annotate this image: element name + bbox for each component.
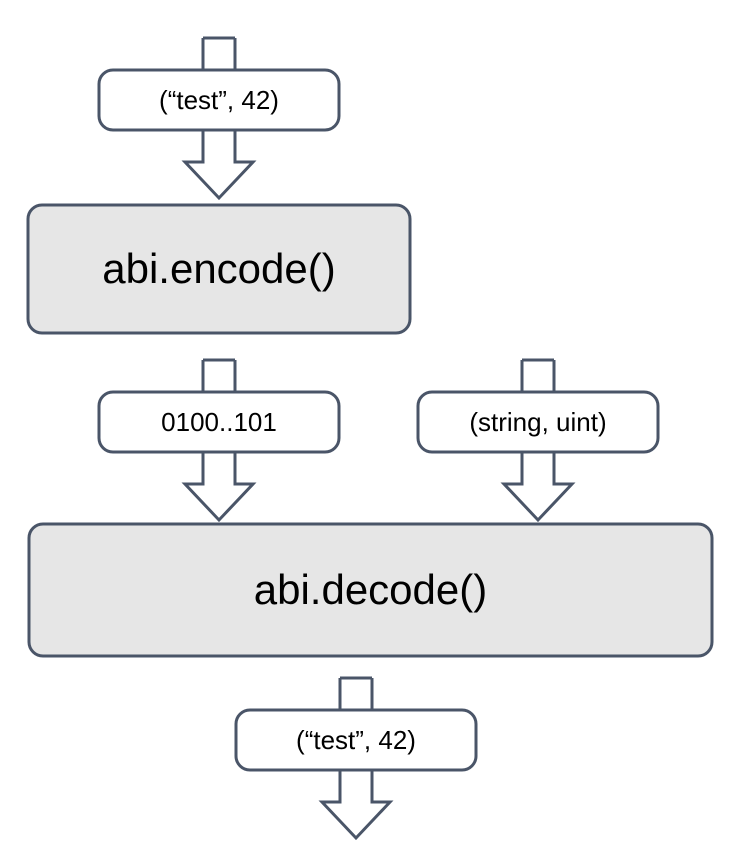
node-abi-encode — [26, 203, 412, 335]
node-input-tuple — [97, 68, 341, 132]
arrow-arrow-into-output — [338, 676, 374, 710]
arrow-arrow-input-to-encode — [181, 130, 257, 201]
node-encoded-bytes — [97, 390, 341, 454]
arrow-arrow-type-signature-to-decode — [500, 452, 576, 523]
node-output-tuple — [234, 708, 478, 772]
node-abi-decode — [27, 522, 714, 658]
arrow-arrow-out-of-output — [318, 770, 394, 841]
arrow-arrow-into-encoded-bytes — [201, 358, 237, 392]
arrow-arrow-encoded-bytes-to-decode — [181, 452, 257, 523]
arrow-arrow-into-input — [201, 36, 237, 70]
arrow-arrow-into-type-signature — [520, 358, 556, 392]
node-type-signature — [416, 390, 660, 454]
